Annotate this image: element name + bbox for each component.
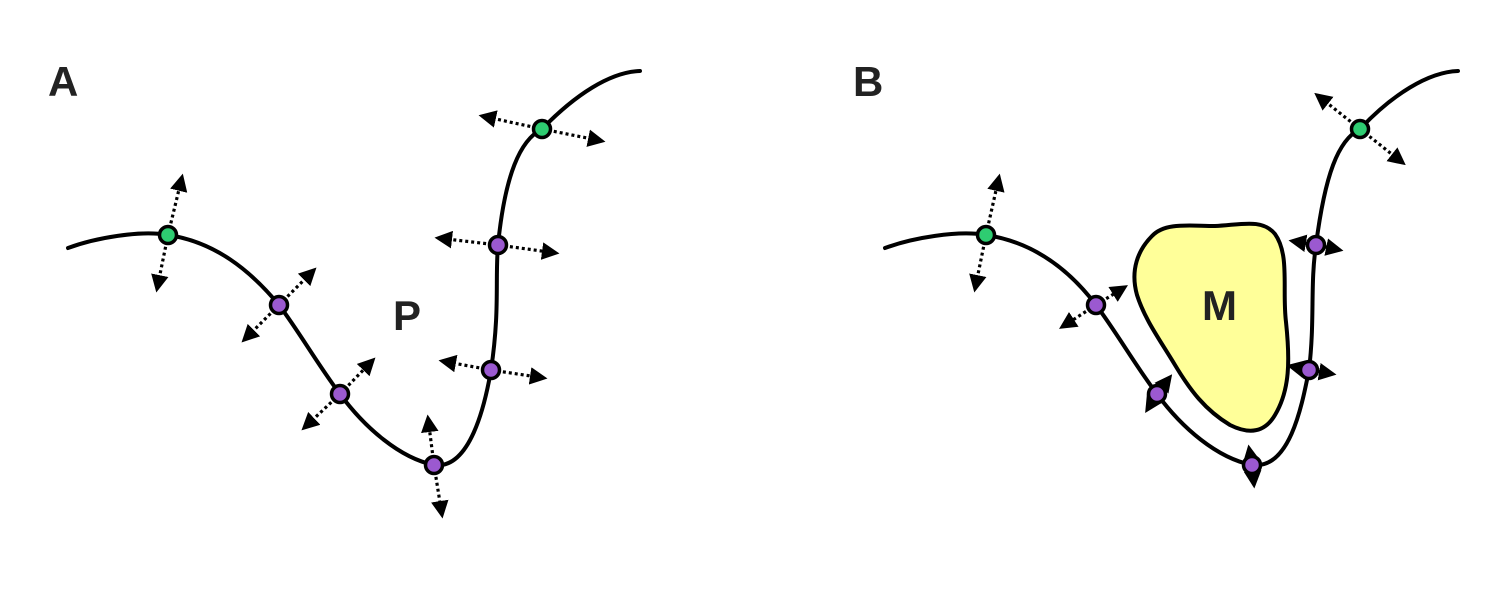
normal-arrow-a-n7-right — [541, 127, 606, 147]
free-node-a-6 — [487, 234, 509, 256]
free-node-b-6 — [1305, 234, 1327, 256]
panel-a-arrows — [151, 110, 606, 519]
normal-arrow-a-n7-left — [478, 110, 543, 131]
free-node-a-2 — [268, 294, 290, 316]
fixed-node-a-1 — [157, 224, 179, 246]
obstacle-blob — [1132, 221, 1291, 433]
normal-arrow-a-n6-right — [497, 242, 560, 260]
free-node-b-4 — [1241, 454, 1263, 476]
panel-b-nodes — [975, 118, 1371, 476]
free-node-b-2 — [1085, 294, 1107, 316]
normal-arrow-a-n6-left — [434, 230, 499, 249]
panel-a-region-label: P — [393, 292, 421, 339]
free-node-a-5 — [480, 359, 502, 381]
fixed-node-a-7 — [531, 118, 553, 140]
panel-b-label: B — [853, 58, 883, 105]
free-node-a-4 — [423, 454, 445, 476]
free-node-b-3 — [1146, 383, 1168, 405]
normal-arrow-b-n1-out — [984, 173, 1005, 236]
fixed-node-b-1 — [975, 224, 997, 246]
free-node-a-3 — [329, 383, 351, 405]
panel-b-region-label: M — [1202, 282, 1237, 329]
fixed-node-b-7 — [1349, 118, 1371, 140]
free-node-b-5 — [1298, 359, 1320, 381]
panel-a-label: A — [48, 58, 78, 105]
panel-a-nodes — [157, 118, 553, 476]
panel-b: B M — [853, 58, 1460, 489]
panel-a: A P — [48, 58, 642, 519]
normal-arrow-a-n1-out — [166, 173, 188, 236]
